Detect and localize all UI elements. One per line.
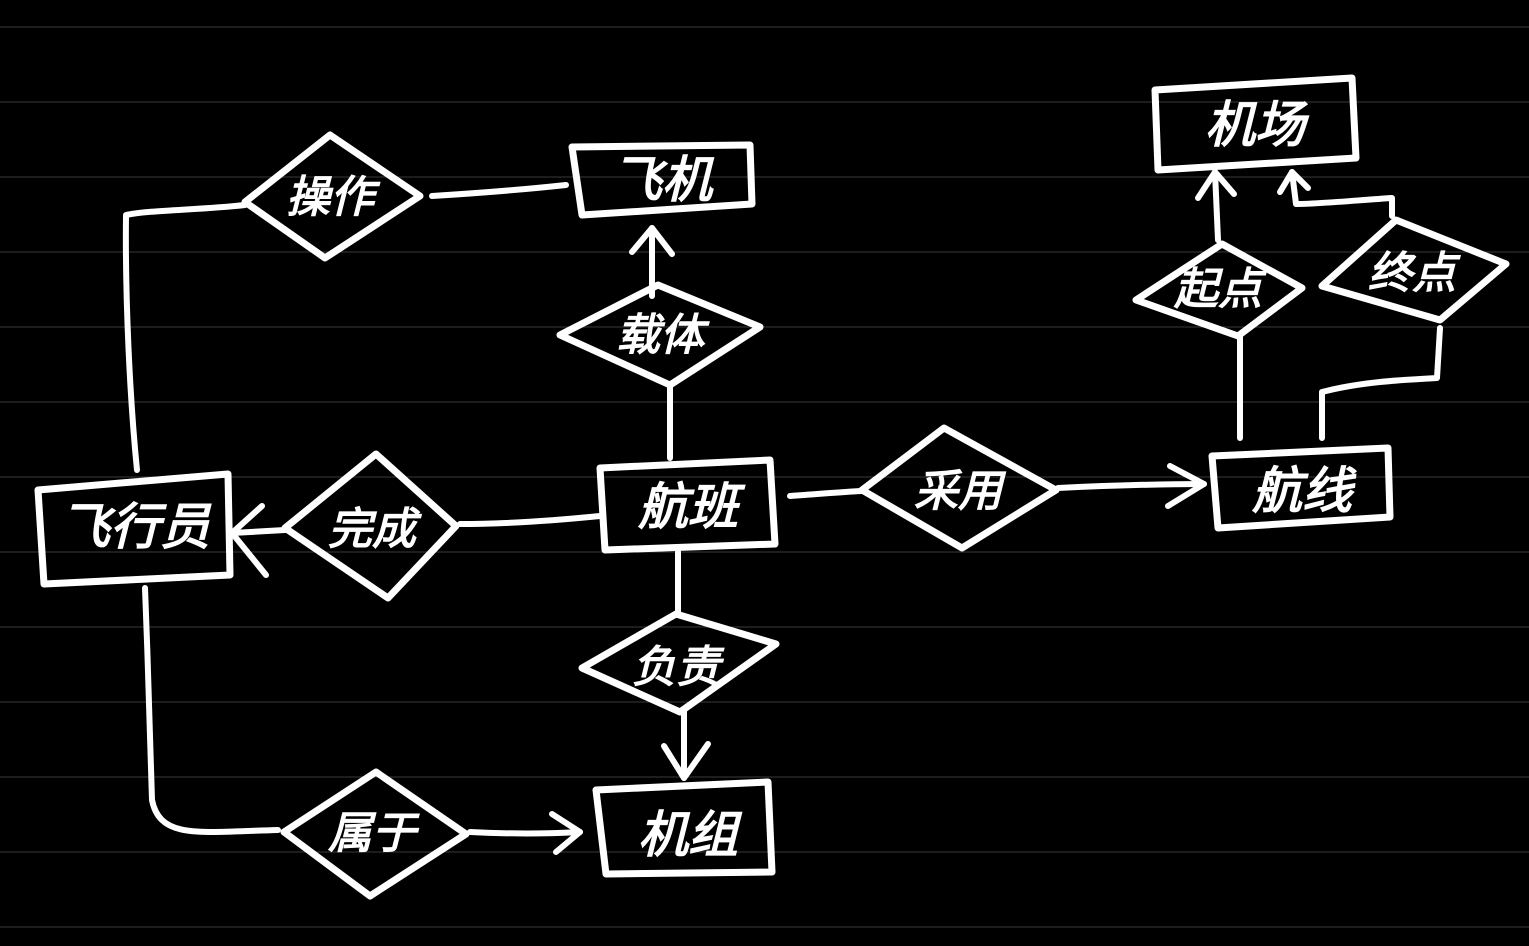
arrowhead-airport-right [1277, 169, 1311, 195]
relationship-carrier: 载体 [556, 281, 764, 389]
entity-aircraft: 飞机 [568, 141, 756, 219]
connector-belong-crew [467, 829, 583, 837]
entity-route-label: 航线 [1251, 461, 1357, 520]
arrowhead-crew-down [661, 741, 711, 781]
entity-route: 航线 [1208, 444, 1394, 532]
entity-pilot: 飞行员 [34, 470, 234, 588]
entity-crew-label: 机组 [638, 805, 743, 864]
relationship-complete: 完成 [281, 450, 460, 602]
connector-flight-adopt [787, 488, 865, 499]
connector-route-end [1319, 325, 1443, 441]
arrowhead-crew-left [549, 811, 583, 855]
entity-aircraft-label: 飞机 [612, 150, 715, 209]
connectors [122, 169, 1443, 855]
ruled-lines [0, 26, 1529, 928]
relationship-start-point-label: 起点 [1173, 264, 1268, 315]
connector-pilot-belong [142, 585, 281, 835]
connector-start-airport [1212, 169, 1221, 243]
relationship-start-point: 起点 [1132, 240, 1306, 340]
connector-flight-complete [457, 513, 603, 527]
arrowhead-airport-left [1195, 169, 1237, 201]
arrowhead-aircraft [629, 225, 675, 257]
connector-end-airport [1289, 169, 1395, 219]
entity-airport-label: 机场 [1205, 95, 1310, 154]
connector-complete-pilot [229, 527, 288, 536]
arrowhead-route [1165, 463, 1207, 509]
relationship-belong-to-label: 属于 [327, 808, 420, 859]
relationship-adopt-label: 采用 [914, 466, 1007, 517]
entity-flight-label: 航班 [637, 477, 746, 536]
entity-crew: 机组 [592, 778, 776, 878]
relationship-end-point-label: 终点 [1368, 248, 1462, 299]
arrowhead-pilot [229, 503, 269, 578]
relationship-complete-label: 完成 [328, 504, 423, 555]
connector-operate-aircraft [429, 182, 569, 199]
relationship-belong-to: 属于 [280, 768, 470, 900]
relationship-responsible: 负责 [578, 610, 780, 716]
relationship-end-point: 终点 [1318, 216, 1510, 324]
entity-flight: 航班 [596, 456, 779, 554]
relationship-operate: 操作 [241, 131, 424, 262]
connector-pilot-operate [122, 202, 248, 473]
relationship-adopt: 采用 [858, 424, 1060, 552]
entity-pilot-label: 飞行员 [60, 497, 212, 556]
relationship-responsible-label: 负责 [632, 642, 725, 693]
entity-airport: 机场 [1151, 74, 1360, 174]
relationship-operate-label: 操作 [286, 172, 381, 223]
relationship-carrier-label: 载体 [616, 310, 710, 361]
connector-adopt-route [1055, 481, 1207, 491]
